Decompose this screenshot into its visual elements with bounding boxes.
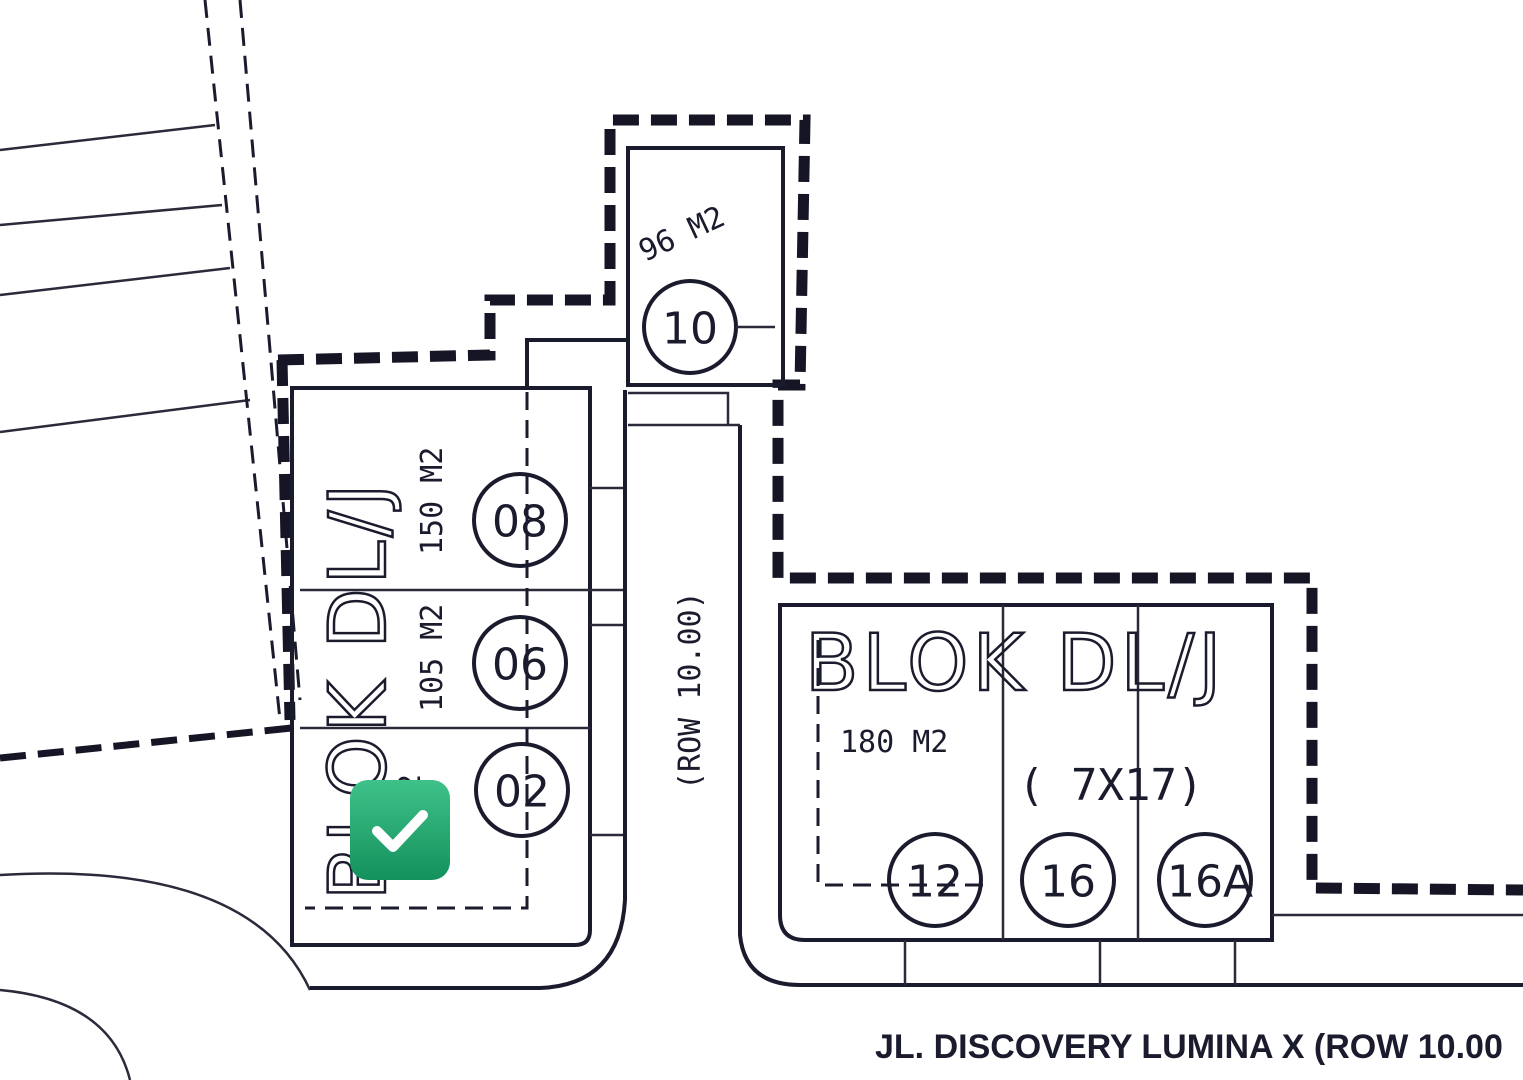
lot-number[interactable]: 10 — [662, 304, 718, 355]
right-block-name: BLOK DL/J — [805, 619, 1225, 709]
road-edges: (ROW 10.00) — [310, 390, 1523, 990]
street-label: JL. DISCOVERY LUMINA X (ROW 10.00 — [875, 1028, 1503, 1066]
site-boundary — [277, 114, 1523, 896]
boundary-line — [0, 724, 293, 762]
site-boundary — [276, 359, 296, 721]
lot-area: 105 M2 — [415, 604, 450, 712]
right-block-area: 180 M2 — [840, 725, 948, 760]
right-block: BLOK DL/J 180 M2 ( 7X17) 12 16 16A — [804, 605, 1253, 940]
lot-number[interactable]: 16 — [1040, 857, 1096, 908]
left-block: BLOK DL/J 150 M2 105 M2 M2 08 06 02 — [290, 338, 628, 947]
lot-area: 150 M2 — [415, 447, 450, 555]
top-lot: 96 M2 10 — [626, 146, 785, 387]
inner-road-label: (ROW 10.00) — [673, 591, 708, 790]
boundary-line — [203, 0, 282, 721]
lot-number[interactable]: 16A — [1167, 857, 1253, 908]
lot-dimension: ( 7X17) — [1018, 760, 1203, 811]
boundary-line — [238, 0, 302, 701]
top-lot-area: 96 M2 — [634, 199, 731, 269]
lot-number[interactable]: 06 — [492, 640, 548, 691]
lot-number[interactable]: 12 — [907, 857, 963, 908]
contour-lines — [0, 123, 312, 1080]
lot-number[interactable]: 08 — [492, 497, 548, 548]
lot-number[interactable]: 02 — [494, 767, 550, 818]
check-icon[interactable] — [350, 780, 450, 880]
